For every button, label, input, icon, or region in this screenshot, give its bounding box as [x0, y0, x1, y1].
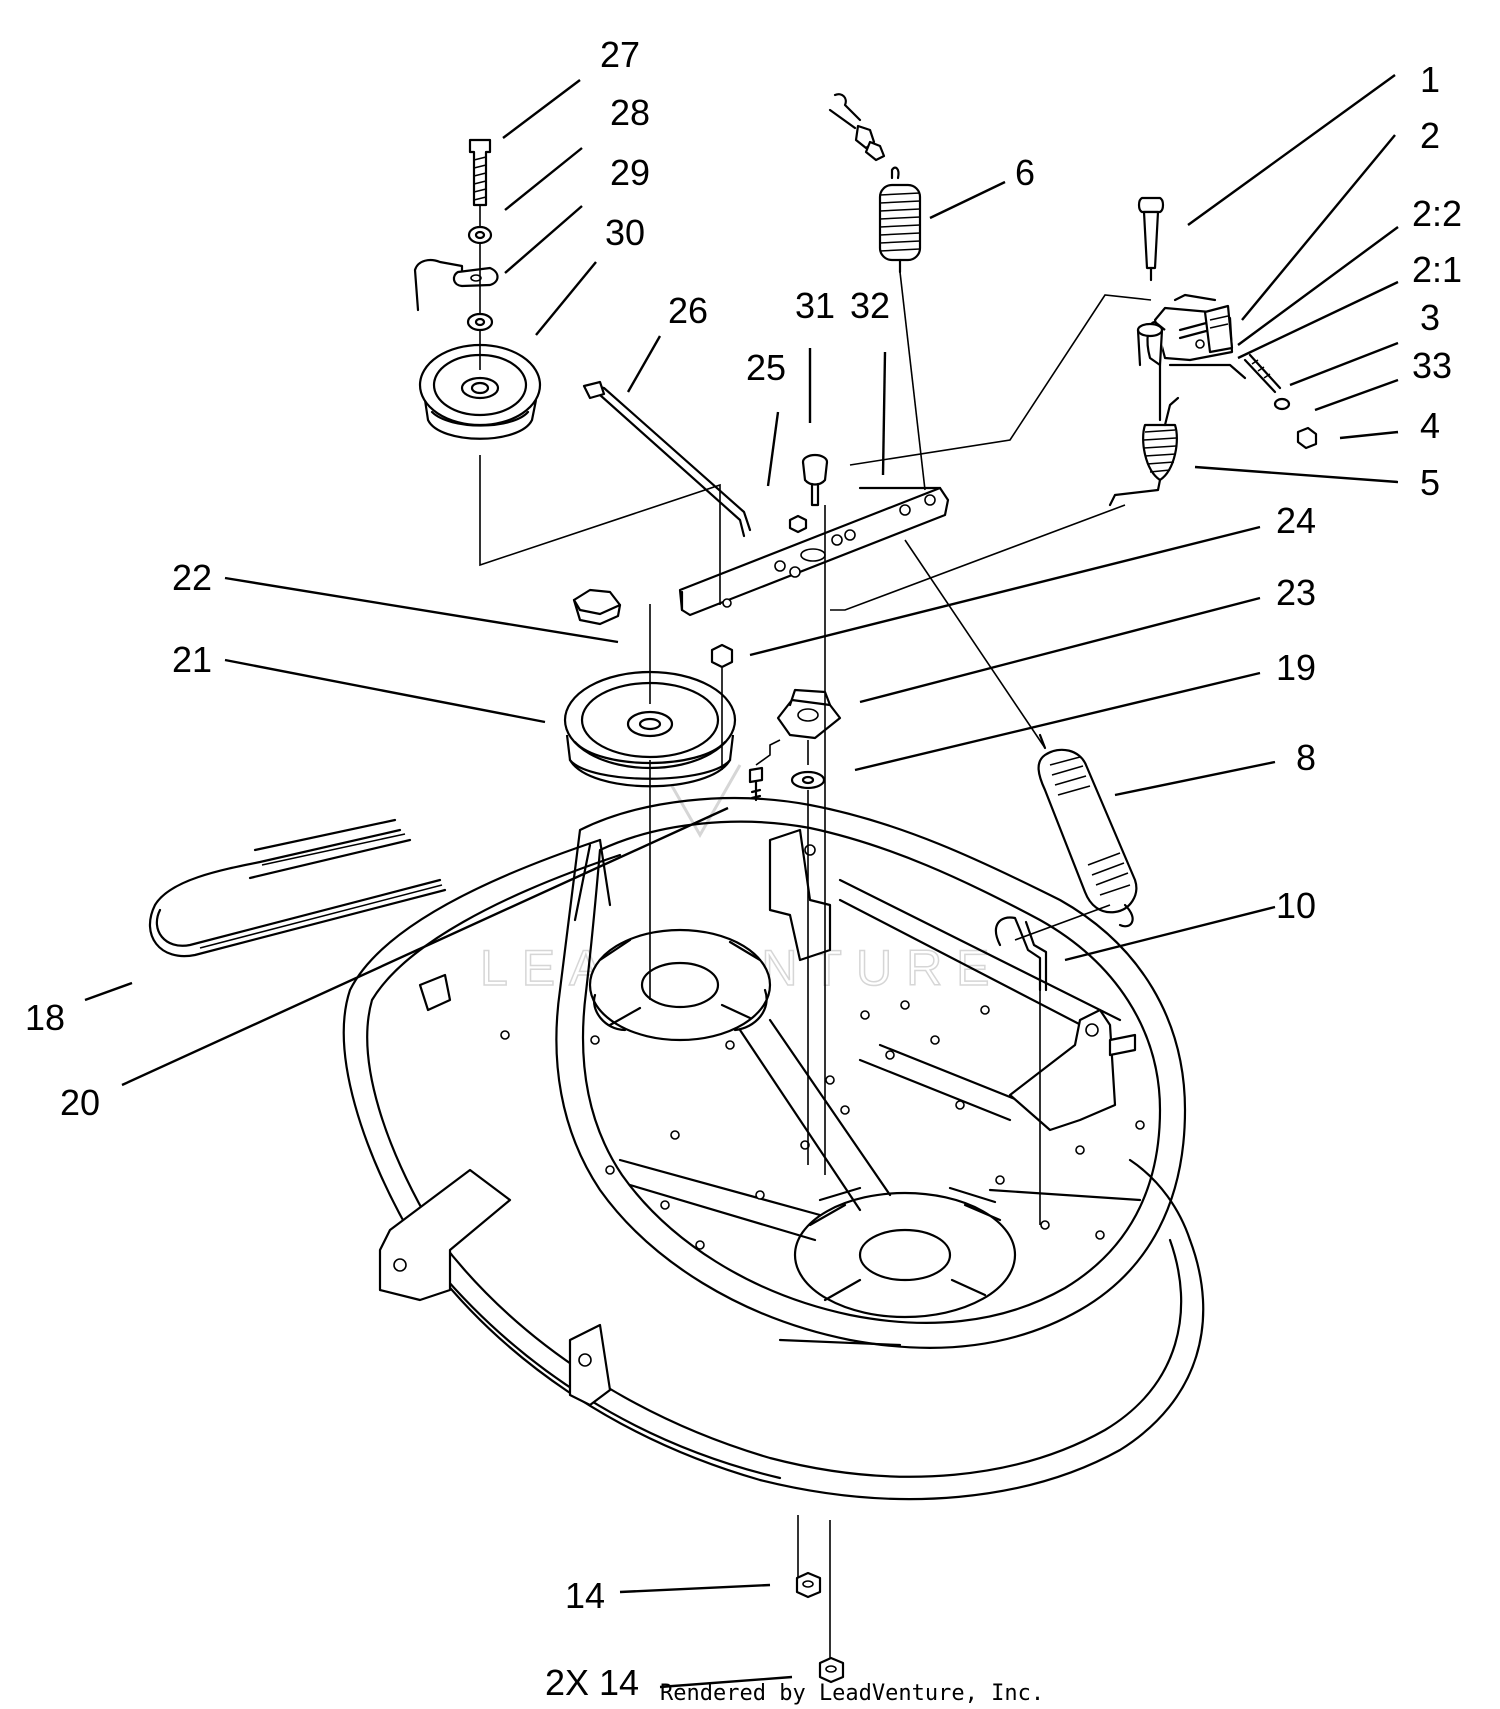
- callout-5: 5: [1420, 462, 1440, 503]
- assembly-lines: [479, 271, 1152, 1665]
- callout-20: 20: [60, 1082, 100, 1123]
- callout-26: 26: [668, 290, 708, 331]
- callout-14: 14: [565, 1575, 605, 1616]
- callout-32: 32: [850, 285, 890, 326]
- callout-3: 3: [1420, 297, 1440, 338]
- callout-31: 31: [795, 285, 835, 326]
- callout-2-2: 2:2: [1412, 193, 1462, 234]
- render-credit: Rendered by LeadVenture, Inc.: [660, 1681, 1044, 1706]
- callout-18: 18: [25, 997, 65, 1038]
- pivot-bracket: [776, 688, 842, 740]
- mower-deck: [342, 797, 1205, 1501]
- callout-2-1: 2:1: [1412, 249, 1462, 290]
- spring-rod: [582, 380, 752, 538]
- callout-2x14: 2X 14: [545, 1662, 639, 1703]
- callout-2: 2: [1420, 115, 1440, 156]
- washer-19: [790, 770, 826, 790]
- callout-27: 27: [600, 34, 640, 75]
- engagement-lever: [1108, 196, 1318, 507]
- drive-belt: [149, 818, 447, 958]
- callout-30: 30: [605, 212, 645, 253]
- leader-lines: [84, 74, 1399, 1689]
- drive-pulley: [563, 588, 737, 788]
- shoulder-bolt: [801, 453, 829, 507]
- idler-pulley-assembly: [413, 138, 542, 440]
- nut-24: [710, 643, 734, 669]
- extension-spring-top: [878, 166, 922, 274]
- callout-6: 6: [1015, 152, 1035, 193]
- lift-rod: [994, 916, 1048, 992]
- callouts: 1 2 2:2 2:1 3 33 4 5 6 8 10 14 2X 14 18 …: [25, 34, 1462, 1703]
- nut-small: [788, 514, 808, 534]
- callout-8: 8: [1296, 737, 1316, 778]
- callout-28: 28: [610, 92, 650, 133]
- callout-25: 25: [746, 347, 786, 388]
- nuts-14: [795, 1571, 845, 1684]
- callout-24: 24: [1276, 500, 1316, 541]
- callout-4: 4: [1420, 405, 1440, 446]
- callout-21: 21: [172, 639, 212, 680]
- extension-spring-lower: [1037, 733, 1138, 928]
- deck-holes: [500, 1000, 1145, 1250]
- callout-19: 19: [1276, 647, 1316, 688]
- callout-33: 33: [1412, 345, 1452, 386]
- hairpin-clip: [828, 93, 886, 162]
- callout-23: 23: [1276, 572, 1316, 613]
- idler-arm: [678, 486, 950, 617]
- callout-10: 10: [1276, 885, 1316, 926]
- callout-1: 1: [1420, 59, 1440, 100]
- bolt-20: [748, 766, 764, 802]
- callout-29: 29: [610, 152, 650, 193]
- callout-22: 22: [172, 557, 212, 598]
